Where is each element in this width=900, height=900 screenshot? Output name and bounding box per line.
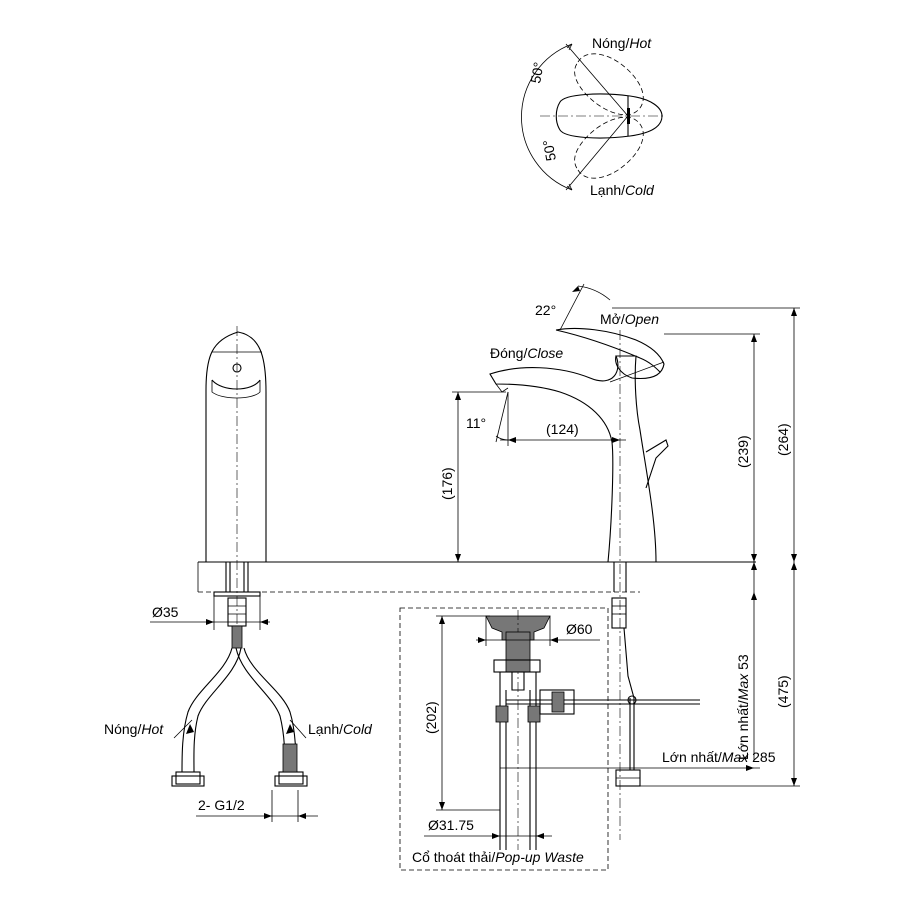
lever-closed bbox=[555, 327, 665, 380]
side-faucet-body bbox=[489, 355, 657, 563]
tail-diameter-label: Ø31.75 bbox=[428, 817, 474, 833]
cold-hose bbox=[235, 647, 286, 773]
front-cold-label: Lạnh/Cold bbox=[308, 721, 373, 737]
spout-reach-label: (124) bbox=[546, 421, 579, 437]
hot-hose bbox=[181, 647, 233, 773]
cold-label: Lạnh/Cold bbox=[590, 182, 655, 198]
below-deck-height-label: (475) bbox=[775, 675, 791, 708]
spout-height-label: (176) bbox=[439, 467, 455, 500]
hot-label: Nóng/Hot bbox=[592, 35, 652, 51]
total-height-label: (264) bbox=[775, 423, 791, 456]
front-hot-label: Nóng/Hot bbox=[104, 721, 164, 737]
countertop bbox=[197, 561, 756, 593]
side-view: 22° Mở/Open Đóng/Close 11° (124) (176) (… bbox=[439, 283, 800, 840]
close-label: Đóng/Close bbox=[490, 345, 563, 361]
front-faucet-body bbox=[205, 331, 267, 562]
flange-diameter-label: Ø60 bbox=[566, 621, 593, 637]
waste-detail-frame bbox=[399, 607, 609, 871]
waste-height-label: (202) bbox=[423, 701, 439, 734]
max-thickness-label: Lớn nhất/Max 53 bbox=[735, 654, 751, 760]
lever-angle-label: 22° bbox=[535, 302, 556, 318]
handle-hot-position bbox=[574, 53, 644, 116]
handle-cold-position bbox=[574, 116, 644, 179]
handle-center-position bbox=[555, 93, 663, 139]
max-rod-label: Lớn nhất/Max 285 bbox=[662, 749, 776, 765]
front-view: Ø35 Nóng/Hot Lạnh/Cold 2- G1/2 bbox=[104, 326, 373, 822]
shank-diameter-label: Ø35 bbox=[152, 604, 179, 620]
handle-rotation-view: 50° 50° Nóng/Hot Lạnh/Cold bbox=[521, 35, 665, 198]
angle-lower-label: 50° bbox=[540, 139, 559, 163]
spout-angle-label: 11° bbox=[466, 415, 486, 431]
waste-caption: Cổ thoát thải/Pop-up Waste bbox=[412, 849, 584, 865]
connection-label: 2- G1/2 bbox=[198, 797, 245, 813]
angle-upper-label: 50° bbox=[527, 61, 546, 85]
rotation-arc bbox=[521, 43, 573, 191]
lever-open bbox=[555, 329, 661, 373]
open-label: Mở/Open bbox=[600, 311, 659, 327]
popup-waste: Ø60 (202) Ø31.75 Cổ thoát thải/Pop-up Wa… bbox=[399, 607, 700, 871]
body-height-label: (239) bbox=[735, 435, 751, 468]
